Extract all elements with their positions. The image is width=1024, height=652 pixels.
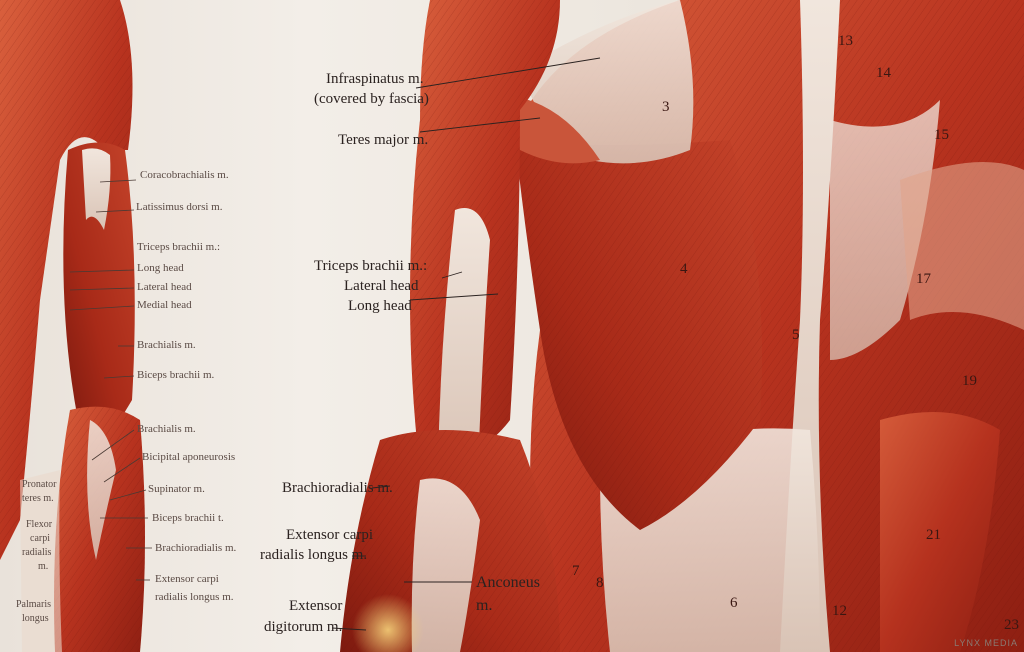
label-longus: longus — [22, 613, 49, 624]
figure-number-4: 4 — [680, 261, 688, 277]
label-brachialis: Brachialis m. — [137, 339, 196, 351]
label-coracobrachialis: Coracobrachialis m. — [140, 169, 229, 181]
figure-number-17: 17 — [916, 271, 931, 287]
label-brachioradialis-main: Brachioradialis m. — [282, 480, 393, 496]
figure-number-8: 8 — [596, 575, 604, 591]
label-extensor-carpi-left-1: Extensor carpi — [155, 573, 219, 585]
figure-number-21: 21 — [926, 527, 941, 543]
label-anconeus: Anconeus — [476, 574, 540, 591]
label-palmaris: Palmaris — [16, 599, 51, 610]
label-infraspinatus-note: (covered by fascia) — [314, 91, 429, 107]
figure-number-14: 14 — [876, 65, 891, 81]
label-extensor-digitorum-1: Extensor — [289, 598, 343, 614]
label-radialis: radialis — [22, 547, 52, 558]
label-extensor-carpi-main-2: radialis longus m. — [260, 547, 368, 563]
label-biceps-brachii-tendon: Biceps brachii t. — [152, 512, 224, 524]
figure-number-5: 5 — [792, 327, 800, 343]
label-bicipital-aponeurosis: Bicipital aponeurosis — [142, 451, 236, 463]
figure-number-13: 13 — [838, 33, 853, 49]
label-teres: teres m. — [22, 493, 54, 504]
label-anconeus-m: m. — [476, 597, 493, 614]
main-figure — [340, 0, 1024, 652]
left-figure — [0, 0, 145, 652]
label-brachialis-2: Brachialis m. — [137, 423, 196, 435]
label-triceps-brachii: Triceps brachii m.: — [137, 241, 220, 253]
label-pronator: Pronator — [22, 479, 57, 490]
label-flexor: Flexor — [26, 519, 53, 530]
main-leader-lines — [331, 57, 601, 631]
label-long-head-main: Long head — [348, 298, 412, 314]
label-brachioradialis-left: Brachioradialis m. — [155, 542, 237, 554]
label-teres-major: Teres major m. — [338, 132, 429, 148]
figure-number-12: 12 — [832, 603, 847, 619]
label-extensor-digitorum-2: digitorum m. — [264, 619, 343, 635]
label-long-head: Long head — [137, 262, 184, 274]
label-extensor-carpi-main-1: Extensor carpi — [286, 527, 374, 543]
left-leader-lines — [69, 179, 152, 581]
figure-number-15: 15 — [934, 127, 949, 143]
label-infraspinatus: Infraspinatus m. — [326, 71, 424, 87]
label-latissimus-dorsi: Latissimus dorsi m. — [136, 201, 223, 213]
figure-number-19: 19 — [962, 373, 977, 389]
figure-number-3: 3 — [662, 99, 670, 115]
label-medial-head: Medial head — [137, 299, 192, 311]
label-triceps-main: Triceps brachii m.: — [314, 258, 428, 274]
figure-number-6: 6 — [730, 595, 738, 611]
label-carpi: carpi — [30, 533, 50, 544]
label-supinator: Supinator m. — [148, 483, 205, 495]
figure-number-7: 7 — [572, 563, 580, 579]
label-biceps-brachii: Biceps brachii m. — [137, 369, 215, 381]
figure-number-23: 23 — [1004, 617, 1019, 633]
label-extensor-carpi-left-2: radialis longus m. — [155, 591, 234, 603]
label-lateral-head-main: Lateral head — [344, 278, 419, 294]
watermark: LYNX MEDIA — [954, 638, 1018, 648]
label-m: m. — [38, 561, 49, 572]
label-lateral-head: Lateral head — [137, 281, 192, 293]
